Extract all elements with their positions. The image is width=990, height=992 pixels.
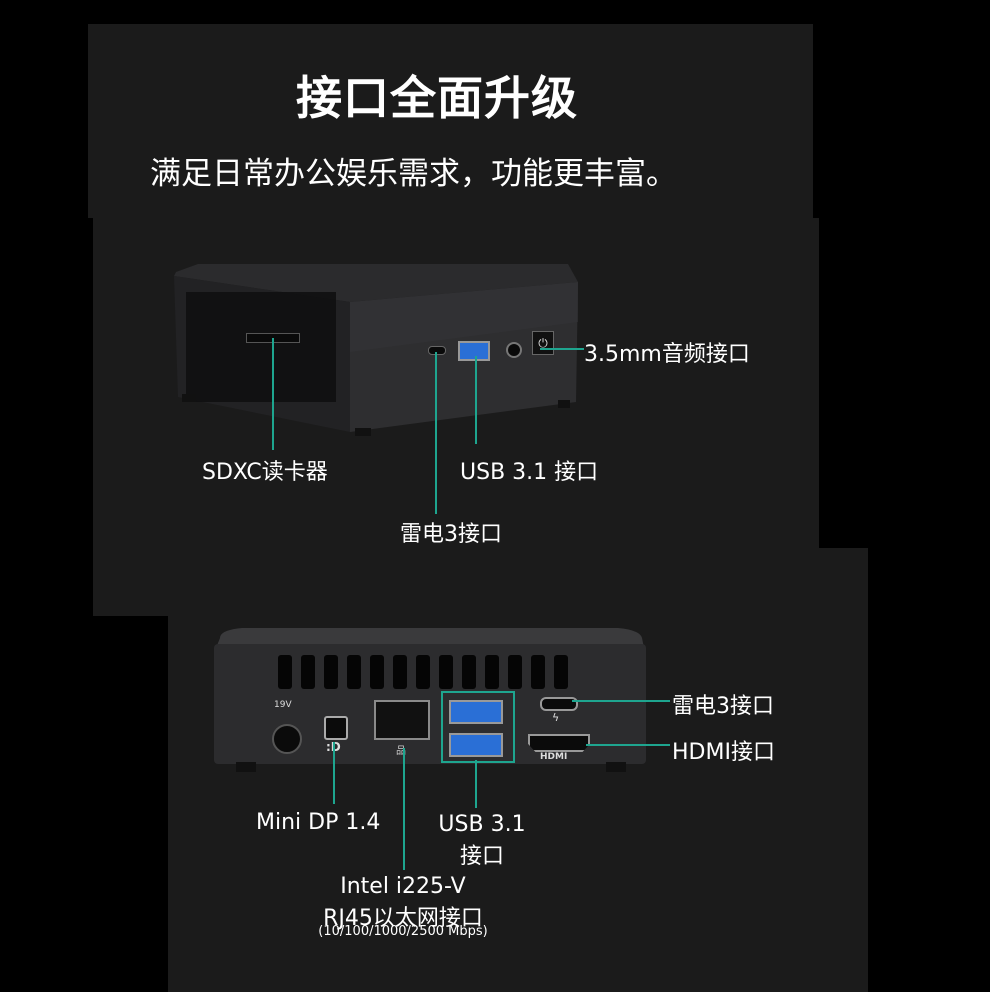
power-button: ⏻ — [532, 331, 554, 355]
rear-thunderbolt-port — [540, 697, 578, 711]
rear-usb-port-bottom — [449, 733, 503, 757]
usb-callout-line — [475, 356, 477, 444]
bottom-panel — [168, 548, 868, 992]
usb-rear-label-line2: 接口 — [459, 844, 504, 869]
hdmi-label: HDMI接口 — [672, 740, 775, 765]
ethernet-label-line1: Intel i225-V — [340, 874, 466, 899]
page-title: 接口全面升级 — [296, 71, 578, 125]
usb-rear-label-line1: USB 3.1 — [438, 812, 526, 837]
hdmi-port — [528, 734, 590, 752]
rear-vents — [278, 655, 578, 689]
voltage-mark: 19V — [274, 700, 292, 710]
thunderbolt-icon: ϟ — [552, 711, 560, 724]
page-subtitle: 满足日常办公娱乐需求，功能更丰富。 — [150, 156, 677, 192]
front-thunderbolt-port — [428, 346, 446, 355]
rear-usb-port-top — [449, 700, 503, 724]
hdmi-callout-line — [586, 744, 670, 746]
front-usb-port — [458, 341, 490, 361]
top-panel — [88, 24, 813, 218]
usb-highlight-box — [441, 691, 515, 763]
usb-rear-callout-line — [475, 760, 477, 808]
thunderbolt-front-callout-line — [435, 352, 437, 514]
audio-jack — [506, 342, 522, 358]
audio-callout-line — [540, 348, 584, 350]
ethernet-callout-line — [403, 748, 405, 870]
dc-power-jack — [272, 724, 302, 754]
sdxc-label: SDXC读卡器 — [202, 460, 328, 485]
thunderbolt-front-label: 雷电3接口 — [400, 522, 502, 547]
minidp-port — [324, 716, 348, 740]
ethernet-label-line3: (10/100/1000/2500 Mbps) — [318, 924, 488, 939]
rj45-port — [374, 700, 430, 740]
thunderbolt-rear-label: 雷电3接口 — [672, 694, 774, 719]
hdmi-mark: HDMI — [540, 752, 568, 762]
sdxc-callout-line — [272, 338, 274, 450]
usb-front-label: USB 3.1 接口 — [460, 460, 599, 485]
ethernet-label-line2: RJ45以太网接口 — [323, 906, 483, 931]
network-icon: 品 — [396, 746, 406, 757]
minidp-callout-line — [333, 742, 335, 804]
thunderbolt-rear-callout-line — [572, 700, 670, 702]
audio-label: 3.5mm音频接口 — [584, 342, 750, 367]
minidp-label: Mini DP 1.4 — [256, 810, 381, 835]
